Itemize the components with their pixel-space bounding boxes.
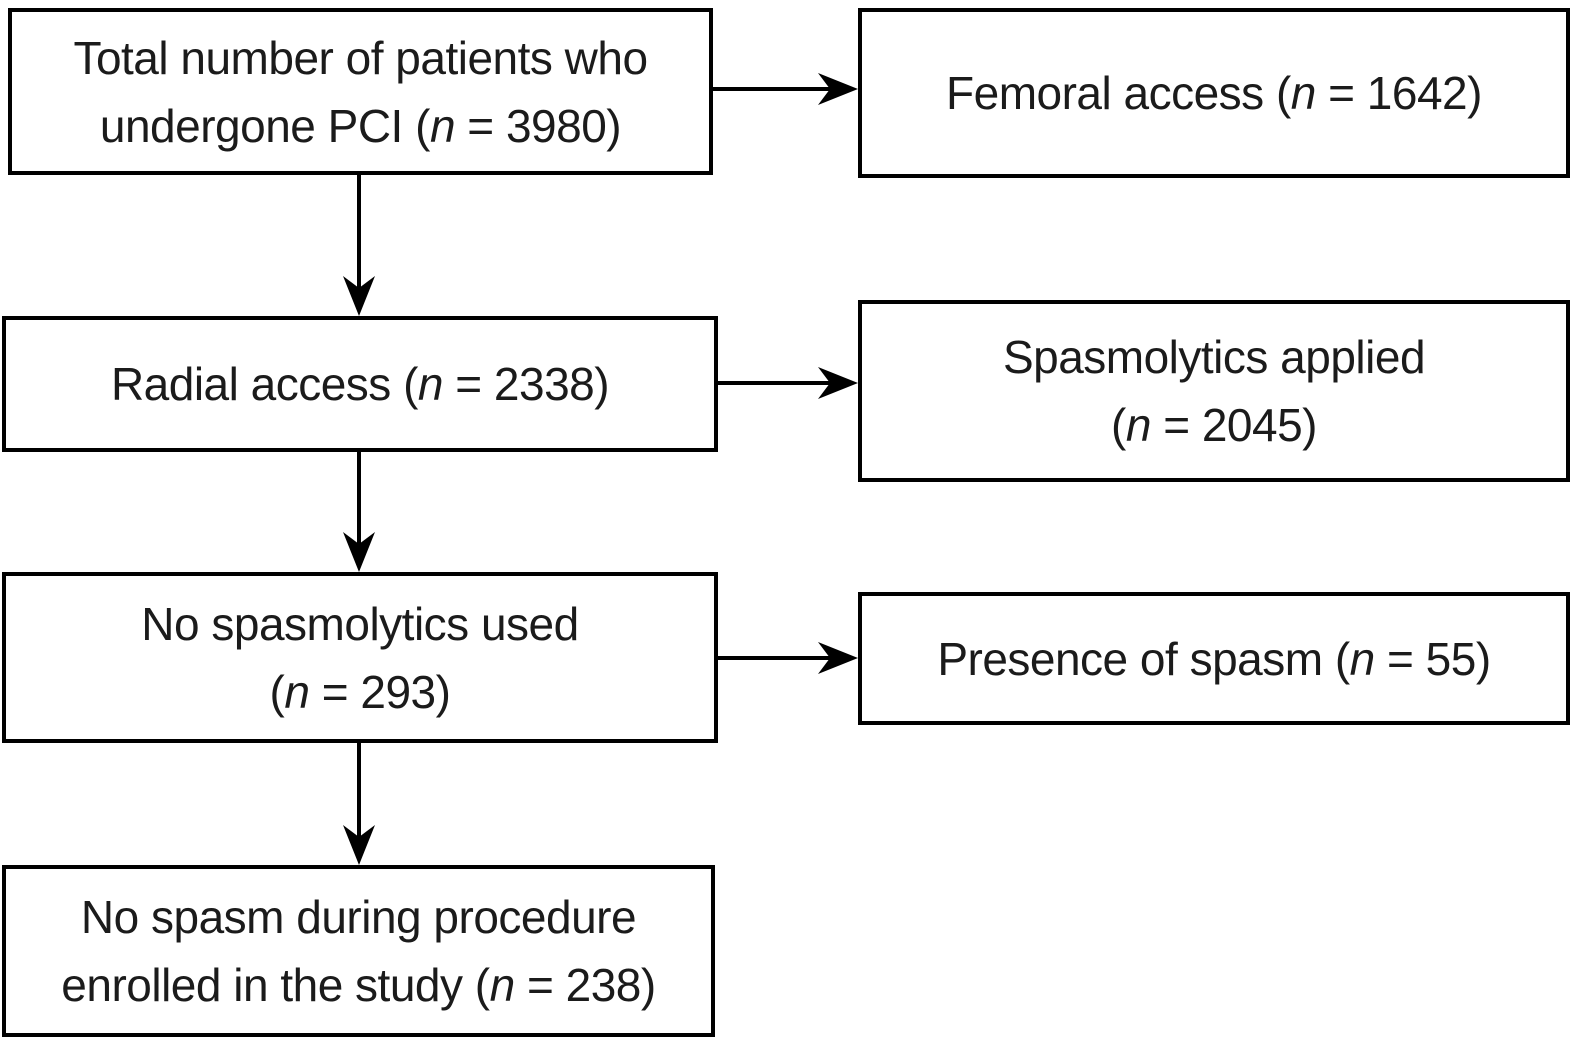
text-post: = 3980) bbox=[455, 99, 622, 152]
box-spasmolytics-applied-line-1: Spasmolytics applied bbox=[1002, 323, 1426, 391]
arrow-total-to-radial bbox=[343, 175, 375, 316]
n-italic: n bbox=[489, 959, 516, 1011]
box-femoral-access-line-1: Femoral access (n = 1642) bbox=[946, 59, 1482, 127]
n-italic: n bbox=[1290, 67, 1317, 119]
box-presence-of-spasm: Presence of spasm (n = 55) bbox=[858, 592, 1570, 725]
text-pre: undergone PCI ( bbox=[99, 99, 431, 152]
box-presence-of-spasm-line-1: Presence of spasm (n = 55) bbox=[937, 625, 1491, 693]
text-pre: Total number of patients who bbox=[73, 31, 648, 84]
text-pre: enrolled in the study ( bbox=[61, 959, 490, 1011]
box-spasmolytics-applied: Spasmolytics applied (n = 2045) bbox=[858, 300, 1570, 482]
box-no-spasmolytics-used: No spasmolytics used (n = 293) bbox=[2, 572, 718, 743]
box-no-spasm-enrolled: No spasm during procedure enrolled in th… bbox=[2, 865, 715, 1037]
box-no-spasm-enrolled-line-1: No spasm during procedure bbox=[80, 883, 637, 951]
text-pre: Femoral access ( bbox=[946, 67, 1291, 119]
box-no-spasmolytics-line-2: (n = 293) bbox=[270, 658, 451, 726]
arrow-nospasmolytics-to-enrolled bbox=[343, 741, 375, 865]
arrow-total-to-femoral bbox=[713, 73, 858, 105]
text-pre: No spasmolytics used bbox=[141, 597, 579, 650]
arrow-radial-to-spasmolytics bbox=[716, 367, 858, 399]
n-italic: n bbox=[429, 99, 456, 152]
box-total-pci: Total number of patients who undergone P… bbox=[8, 8, 713, 175]
text-pre: No spasm during procedure bbox=[80, 891, 637, 943]
text-post: = 2338) bbox=[442, 358, 610, 410]
text-post: = 293) bbox=[309, 665, 451, 718]
text-post: = 1642) bbox=[1315, 67, 1482, 119]
box-total-pci-line-1: Total number of patients who bbox=[73, 24, 648, 92]
text-post: = 55) bbox=[1374, 632, 1491, 685]
box-femoral-access: Femoral access (n = 1642) bbox=[858, 8, 1570, 178]
box-spasmolytics-applied-line-2: (n = 2045) bbox=[1111, 391, 1318, 459]
n-italic: n bbox=[1125, 399, 1152, 451]
arrow-nospasmolytics-to-spasm bbox=[716, 642, 858, 674]
text-pre: Presence of spasm ( bbox=[937, 632, 1350, 685]
text-pre: ( bbox=[269, 665, 285, 718]
box-total-pci-line-2: undergone PCI (n = 3980) bbox=[99, 92, 622, 160]
text-post: = 238) bbox=[514, 959, 656, 1011]
box-no-spasm-enrolled-line-2: enrolled in the study (n = 238) bbox=[61, 951, 656, 1019]
text-pre: Spasmolytics applied bbox=[1002, 331, 1426, 383]
box-no-spasmolytics-line-1: No spasmolytics used bbox=[141, 590, 579, 658]
text-pre: ( bbox=[1111, 399, 1126, 451]
n-italic: n bbox=[417, 358, 444, 410]
arrow-radial-to-nospasmolytics bbox=[343, 450, 375, 572]
box-radial-access: Radial access (n = 2338) bbox=[2, 316, 718, 452]
text-post: = 2045) bbox=[1150, 399, 1317, 451]
box-radial-access-line-1: Radial access (n = 2338) bbox=[110, 350, 610, 418]
n-italic: n bbox=[1349, 632, 1376, 685]
text-pre: Radial access ( bbox=[110, 358, 418, 410]
n-italic: n bbox=[284, 665, 310, 718]
